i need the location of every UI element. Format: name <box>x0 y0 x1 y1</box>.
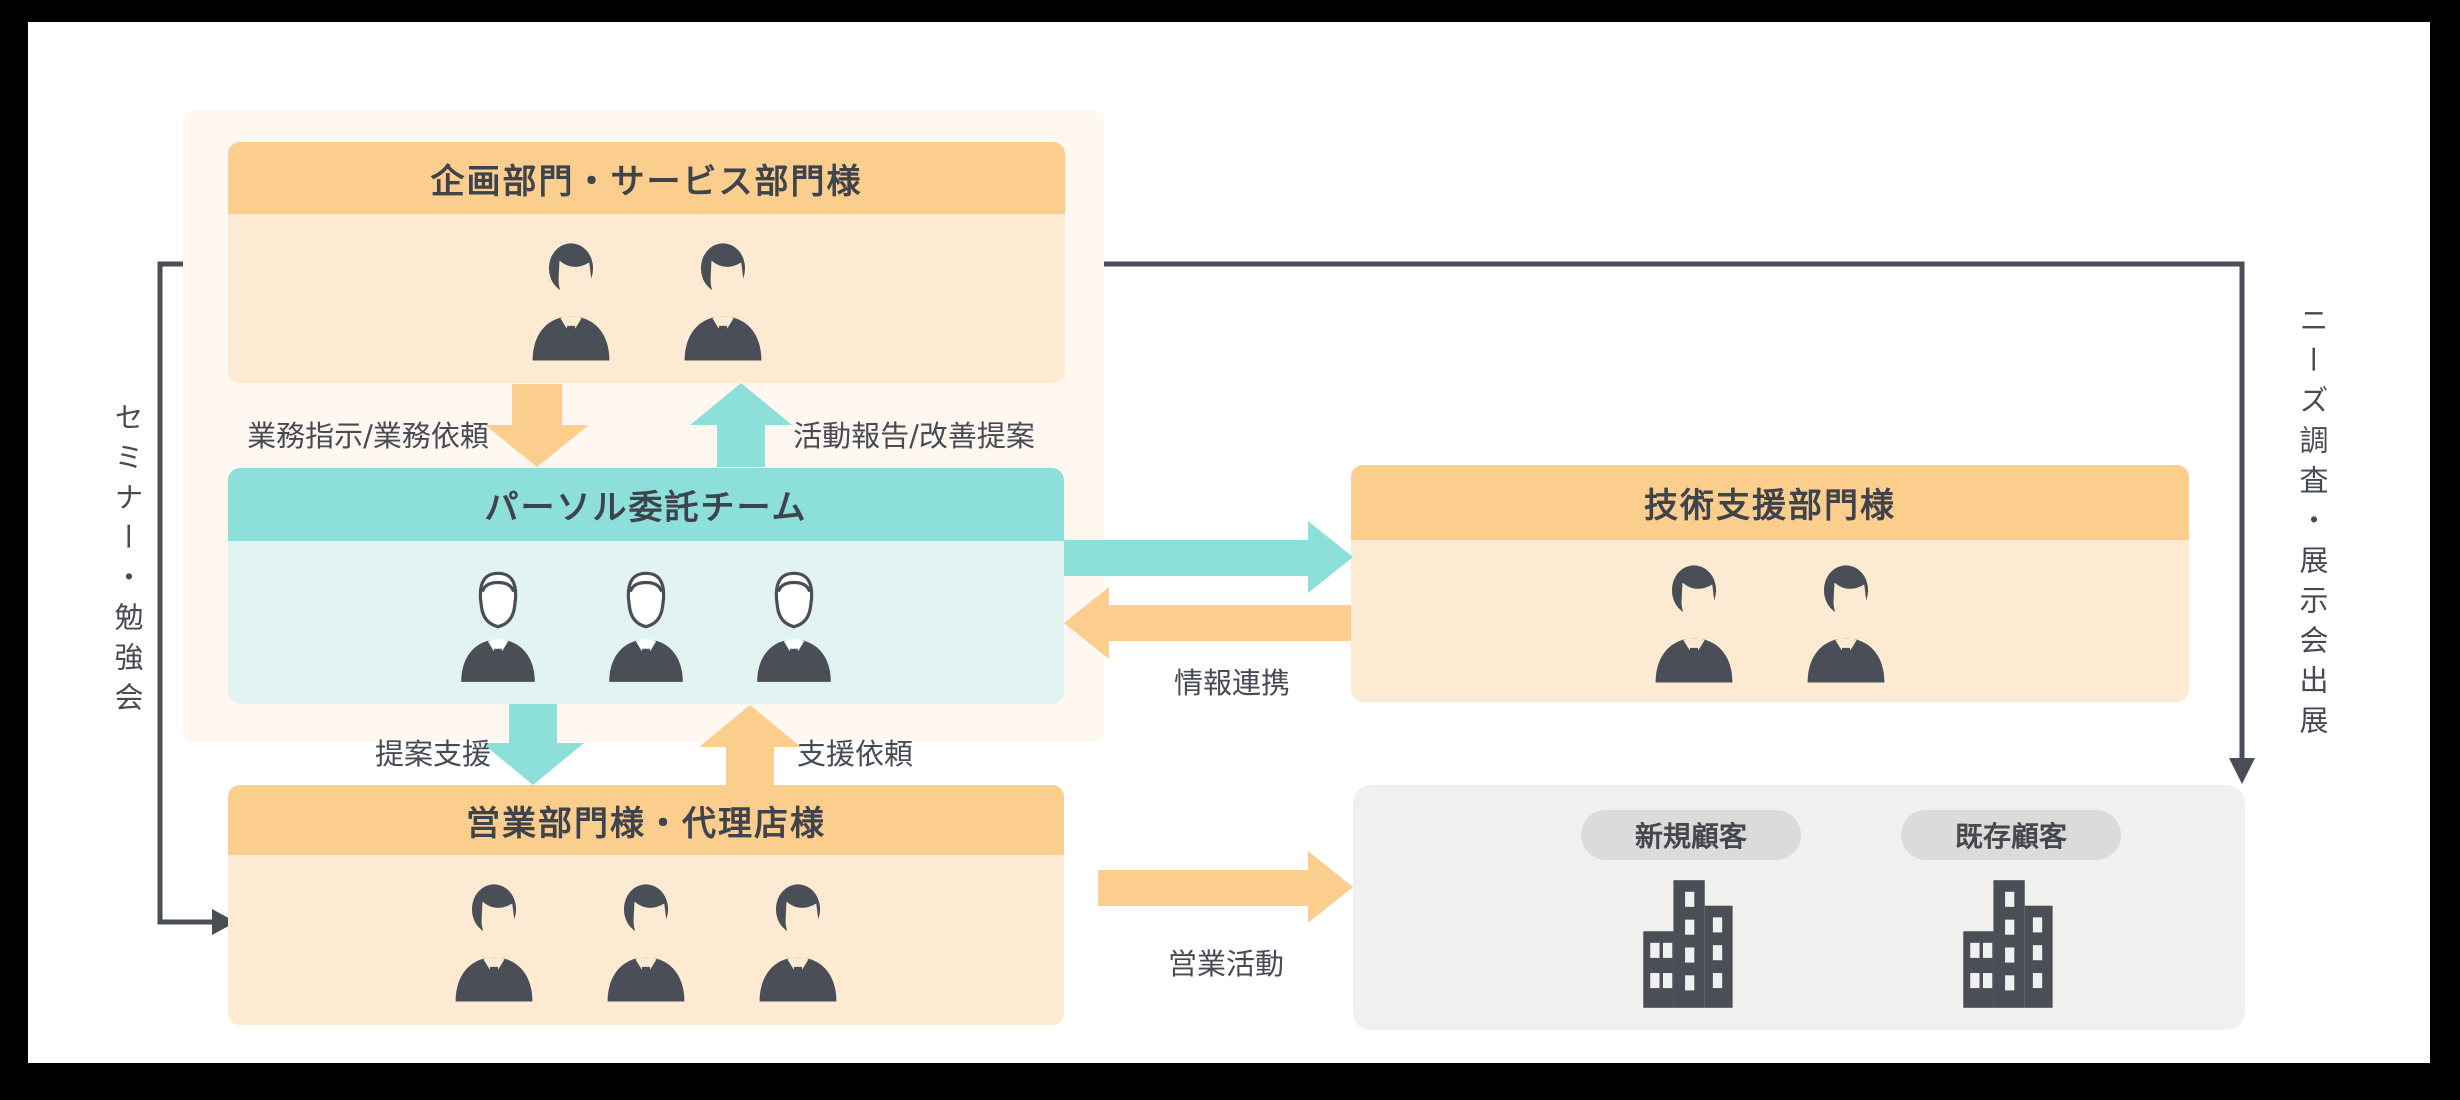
info-sharing-right-arrow <box>1064 540 1308 576</box>
support-request-arrowhead <box>699 705 801 747</box>
sales-department-members <box>228 855 1064 1025</box>
info-sharing-right-arrowhead <box>1308 521 1353 593</box>
planning-department-header: 企画部門・サービス部門様 <box>228 142 1065 214</box>
seminar-vertical-label: セミナー・勉強会 <box>110 402 144 722</box>
proposal-support-label: 提案支援 <box>374 737 491 771</box>
person-icon <box>675 237 771 361</box>
info-sharing-label: 情報連携 <box>1173 666 1290 700</box>
existing-customer-badge: 既存顧客 <box>1901 810 2121 860</box>
sales-department-box: 営業部門様・代理店様 <box>228 785 1064 1025</box>
planning-department-box: 企画部門・サービス部門様 <box>228 142 1065 383</box>
building-icon <box>1634 878 1750 1010</box>
person-icon <box>523 237 619 361</box>
person-icon <box>1646 559 1742 683</box>
info-sharing-left-arrow <box>1109 605 1351 641</box>
work-directive-arrowhead <box>485 425 589 467</box>
activity-report-arrow <box>717 424 765 467</box>
new-customer-badge: 新規顧客 <box>1581 810 1801 860</box>
person-icon <box>598 878 694 1002</box>
work-directive-arrow <box>512 384 562 426</box>
work-directive-label: 業務指示/業務依頼 <box>247 419 489 453</box>
persol-team-header: パーソル委託チーム <box>228 468 1064 541</box>
support-request-label: 支援依頼 <box>796 737 913 771</box>
needs-arrowhead <box>2229 758 2255 784</box>
sales-activity-arrowhead <box>1308 851 1353 923</box>
persol-team-box: パーソル委託チーム <box>228 468 1064 704</box>
tech-support-members <box>1351 540 2189 702</box>
planning-department-members <box>228 214 1065 383</box>
building-icon <box>1954 878 2070 1010</box>
sales-activity-arrow <box>1098 870 1308 906</box>
person-outline-icon <box>600 563 692 683</box>
person-icon <box>750 878 846 1002</box>
person-icon <box>446 878 542 1002</box>
person-outline-icon <box>748 563 840 683</box>
tech-support-box: 技術支援部門様 <box>1351 465 2189 702</box>
proposal-support-arrow <box>509 704 557 744</box>
persol-team-members <box>228 541 1064 704</box>
tech-support-header: 技術支援部門様 <box>1351 465 2189 540</box>
needs-survey-vertical-label: ニーズ調査・展示会出展 <box>2295 305 2329 745</box>
support-request-arrow <box>726 746 774 785</box>
sales-department-header: 営業部門様・代理店様 <box>228 785 1064 855</box>
person-icon <box>1798 559 1894 683</box>
activity-report-label: 活動報告/改善提案 <box>793 419 1035 453</box>
proposal-support-arrowhead <box>482 743 584 785</box>
person-outline-icon <box>452 563 544 683</box>
activity-report-arrowhead <box>690 383 792 425</box>
sales-activity-label: 営業活動 <box>1167 947 1284 981</box>
info-sharing-left-arrowhead <box>1064 587 1109 659</box>
